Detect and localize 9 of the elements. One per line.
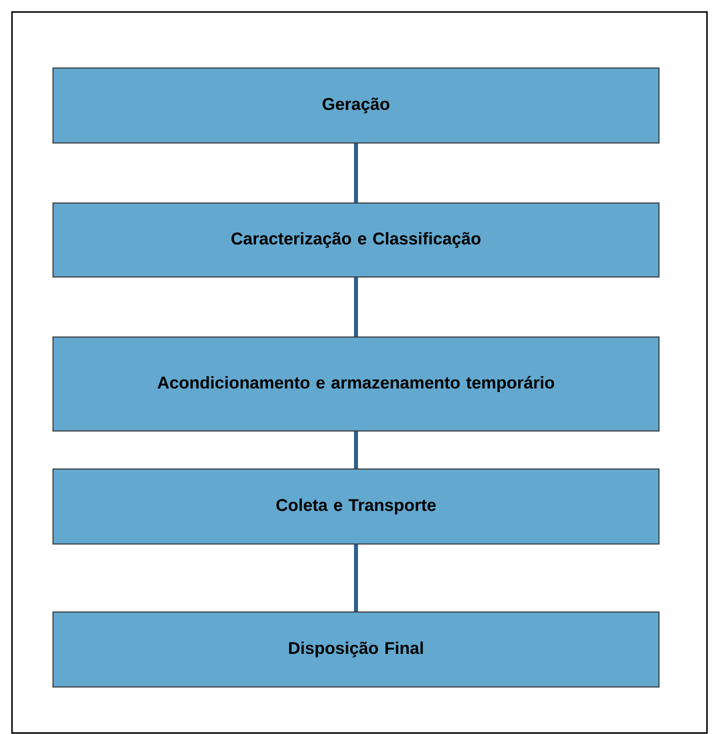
process-box: Coleta e Transporte xyxy=(52,468,660,544)
process-box: Disposição Final xyxy=(52,612,660,688)
connector-line xyxy=(354,544,358,612)
process-box: Caracterização e Classificação xyxy=(52,202,660,278)
connector-line xyxy=(354,278,358,336)
connector-line xyxy=(354,144,358,202)
process-box: Geração xyxy=(52,68,660,144)
process-box: Acondicionamento e armazenamento temporário xyxy=(52,336,660,432)
connector-line xyxy=(354,432,358,468)
